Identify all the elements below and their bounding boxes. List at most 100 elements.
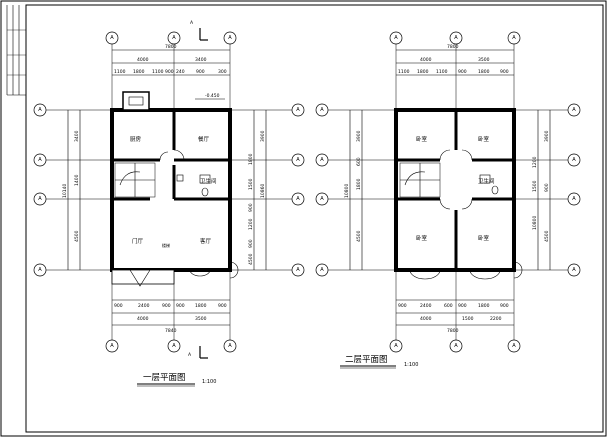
svg-text:A: A — [296, 107, 300, 113]
svg-text:A: A — [572, 157, 576, 163]
svg-text:A: A — [572, 196, 576, 202]
svg-text:A: A — [320, 267, 324, 273]
dim-top-d3: 1100 — [152, 69, 164, 75]
dim-right-total: 10860 — [260, 184, 266, 198]
dim-top-d6: 900 — [196, 69, 205, 75]
plan1-scale: 1:100 — [202, 379, 216, 385]
dim-bot-seg1: 4000 — [137, 316, 149, 322]
room-bed3: 卧室 — [416, 234, 428, 242]
dim-top-d1: 1100 — [114, 69, 126, 75]
dim2-top-seg2: 3500 — [478, 57, 490, 63]
dim2-left-3: 1800 — [356, 178, 362, 190]
svg-text:A: A — [228, 343, 232, 349]
left-dimensions-2: 3900 600 1800 4500 10800 — [344, 110, 363, 270]
dim2-top-seg1: 4000 — [420, 57, 432, 63]
svg-text:A: A — [188, 352, 192, 358]
dim-right-2: 1800 — [248, 153, 254, 165]
dim2-top-d3: 1100 — [436, 69, 448, 75]
level-mark: -0.450 — [205, 93, 220, 99]
svg-text:A: A — [320, 107, 324, 113]
dim2-bot-d3: 600 — [444, 303, 453, 309]
dim-top-d5: 240 — [176, 69, 185, 75]
dim-right-3: 1500 — [248, 178, 254, 190]
svg-text:A: A — [172, 343, 176, 349]
svg-text:A: A — [110, 35, 114, 41]
right-dimensions-2: 3900 1200 1500 900 4500 10800 — [532, 110, 551, 270]
second-floor-plan: 卧室 卧室 卫生间 卧室 卧室 7800 4000 3500 1100 1800… — [315, 31, 581, 369]
dim-top-seg1: 4000 — [137, 57, 149, 63]
dim-bot-d2: 2400 — [138, 303, 150, 309]
dim2-right-1: 3900 — [544, 130, 550, 142]
dim2-left-total: 10800 — [344, 184, 350, 198]
dim-top-d7: 300 — [218, 69, 227, 75]
svg-text:A: A — [38, 196, 42, 202]
dim-bot-d4: 900 — [176, 303, 185, 309]
bottom-dimensions: 900 2400 900 900 1800 900 4000 3500 7840 — [112, 299, 230, 334]
dim2-top-d1: 1100 — [398, 69, 410, 75]
dim2-bot-d4: 900 — [458, 303, 467, 309]
dim2-bot-d1: 900 — [398, 303, 407, 309]
dim2-right-total: 10800 — [532, 216, 538, 230]
axis-bubbles-2: A A A A A A A A A A A A A A — [315, 31, 581, 353]
room-living: 客厅 — [200, 237, 212, 245]
porch — [111, 269, 175, 285]
svg-text:A: A — [38, 157, 42, 163]
section-marks: A A — [188, 20, 208, 359]
svg-text:A: A — [394, 343, 398, 349]
svg-text:A: A — [572, 267, 576, 273]
dim2-left-2: 600 — [356, 157, 362, 166]
svg-text:A: A — [296, 157, 300, 163]
bay-window — [122, 91, 150, 111]
svg-text:A: A — [190, 20, 194, 26]
svg-text:A: A — [38, 267, 42, 273]
dim2-top-d5: 1800 — [478, 69, 490, 75]
dim-right-4: 900 — [248, 203, 254, 212]
dim-left-3: 4500 — [74, 230, 80, 242]
svg-text:A: A — [394, 35, 398, 41]
room-bed2: 卧室 — [478, 135, 490, 143]
dim-left-1: 3400 — [74, 130, 80, 142]
svg-text:A: A — [296, 196, 300, 202]
plan2-scale: 1:100 — [404, 362, 418, 368]
top-dimensions-2: 7800 4000 3500 1100 1800 1100 900 1800 9… — [396, 44, 514, 76]
room-stair-label: 楼梯 — [162, 242, 170, 248]
room-foyer: 门厅 — [132, 237, 144, 245]
dim-right-1: 3900 — [260, 130, 266, 142]
stair — [114, 162, 156, 198]
svg-text:A: A — [320, 157, 324, 163]
dim2-bot-d6: 900 — [500, 303, 509, 309]
room-bed4: 卧室 — [478, 234, 490, 242]
dim-bot-d3: 900 — [162, 303, 171, 309]
svg-text:A: A — [228, 35, 232, 41]
room-bath: 卫生间 — [478, 177, 495, 185]
right-dimensions: 3900 1800 1500 900 1200 900 4500 10860 — [248, 110, 267, 270]
dim-bot-seg2: 3500 — [195, 316, 207, 322]
room-kitchen: 厨房 — [130, 135, 142, 143]
outer-wall — [110, 108, 232, 272]
dim2-bot-seg1: 4000 — [420, 316, 432, 322]
dim-top-d2: 1800 — [133, 69, 145, 75]
dim2-top-d4: 900 — [458, 69, 467, 75]
stair-2 — [399, 162, 441, 198]
plan1-title: 一层平面图 — [143, 373, 186, 383]
dim2-top-d2: 1800 — [417, 69, 429, 75]
dim2-top-d6: 900 — [500, 69, 509, 75]
dim-left-total: 10140 — [62, 184, 68, 198]
dim2-left-1: 3900 — [356, 130, 362, 142]
dim-right-7: 4500 — [248, 253, 254, 265]
svg-text:A: A — [454, 343, 458, 349]
svg-text:A: A — [38, 107, 42, 113]
first-floor-plan: 厨房 餐厅 卫生间 门厅 客厅 楼梯 -0.450 7800 4000 3400… — [33, 20, 305, 387]
dim-right-5: 1200 — [248, 218, 254, 230]
room-dining: 餐厅 — [198, 135, 210, 143]
dim2-bot-seg3: 2200 — [490, 316, 502, 322]
room-bed1: 卧室 — [416, 135, 428, 143]
dim-bot-d1: 900 — [114, 303, 123, 309]
top-dimensions: 7800 4000 3400 1100 1800 1100 900 240 90… — [112, 44, 230, 76]
dim2-top-total: 7800 — [447, 44, 459, 50]
left-dimensions: 3400 1400 4500 10140 — [62, 110, 81, 270]
svg-text:A: A — [572, 107, 576, 113]
dim2-left-4: 4500 — [356, 230, 362, 242]
